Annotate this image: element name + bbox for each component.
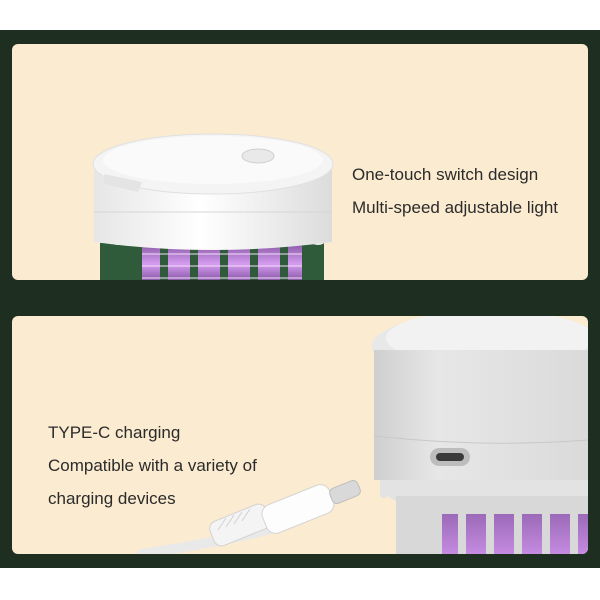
feature-panel-charging: TYPE-C charging Compatible with a variet… — [12, 316, 588, 554]
background-frame: One-touch switch design Multi-speed adju… — [0, 30, 600, 568]
feature-text-line: One-touch switch design — [352, 165, 539, 184]
feature-text-line: Compatible with a variety of — [48, 456, 257, 475]
feature-text-line: charging devices — [48, 489, 176, 508]
feature-text-line: TYPE-C charging — [48, 423, 181, 442]
power-button-icon — [241, 148, 275, 164]
lamp-charging-illustration — [137, 316, 588, 554]
lamp-top-illustration — [92, 133, 334, 280]
feature-text-line: Multi-speed adjustable light — [352, 198, 559, 217]
feature-panel-switch: One-touch switch design Multi-speed adju… — [12, 44, 588, 280]
usb-c-plug-icon — [209, 479, 361, 547]
